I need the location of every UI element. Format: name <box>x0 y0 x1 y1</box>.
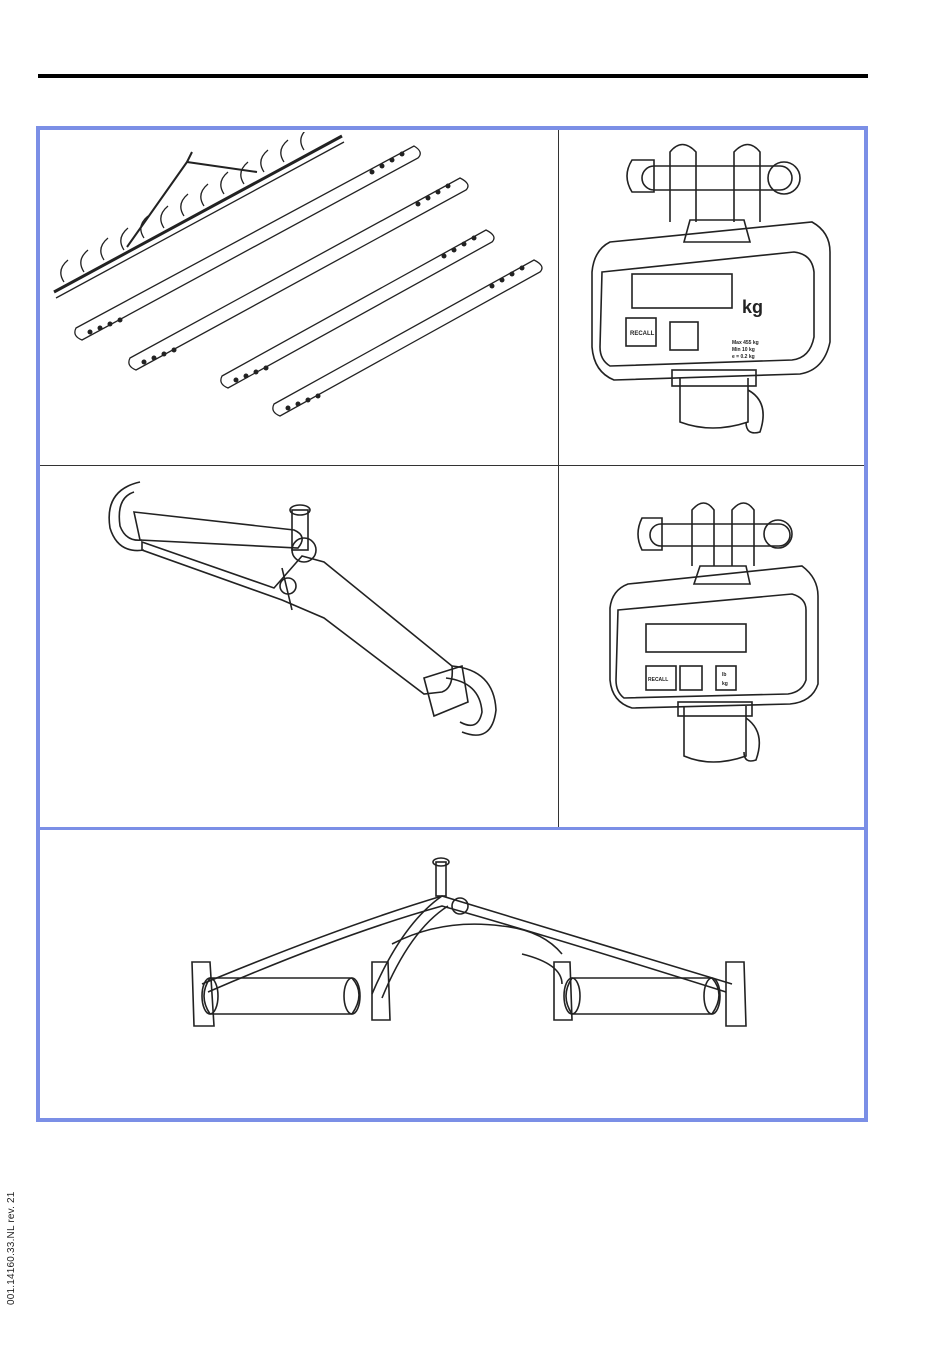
scale-large-illustration: kg RECALL Max 455 kg Min 10 kg e = 0.2 k… <box>562 132 862 462</box>
unit-label: kg <box>742 297 763 317</box>
recall-label: RECALL <box>630 331 655 337</box>
spreader-bar-illustration <box>42 470 556 825</box>
unit-toggle-lb: lb <box>722 672 726 678</box>
panel-divider-vertical <box>558 130 559 829</box>
scale-small-illustration: RECALL lb kg <box>562 470 862 825</box>
panel-divider-horizontal <box>40 465 864 466</box>
spec-e: e = 0.2 kg <box>732 354 755 360</box>
spec-max: Max 455 kg <box>732 340 759 346</box>
panel-spreader-bar <box>42 470 556 825</box>
recall-label-small: RECALL <box>648 677 668 683</box>
top-rule <box>38 74 868 78</box>
panel-straps <box>42 132 556 462</box>
straps-illustration <box>42 132 556 462</box>
panel-divider-accent <box>40 827 864 830</box>
panel-four-point-bar <box>42 834 862 1116</box>
panel-scale-small: RECALL lb kg <box>562 470 862 825</box>
revision-code: 001.14160.33.NL rev. 21 <box>6 1191 17 1305</box>
spec-min: Min 10 kg <box>732 347 755 353</box>
panel-scale-large: kg RECALL Max 455 kg Min 10 kg e = 0.2 k… <box>562 132 862 462</box>
unit-toggle-kg: kg <box>722 681 728 687</box>
four-point-bar-illustration <box>42 834 862 1116</box>
